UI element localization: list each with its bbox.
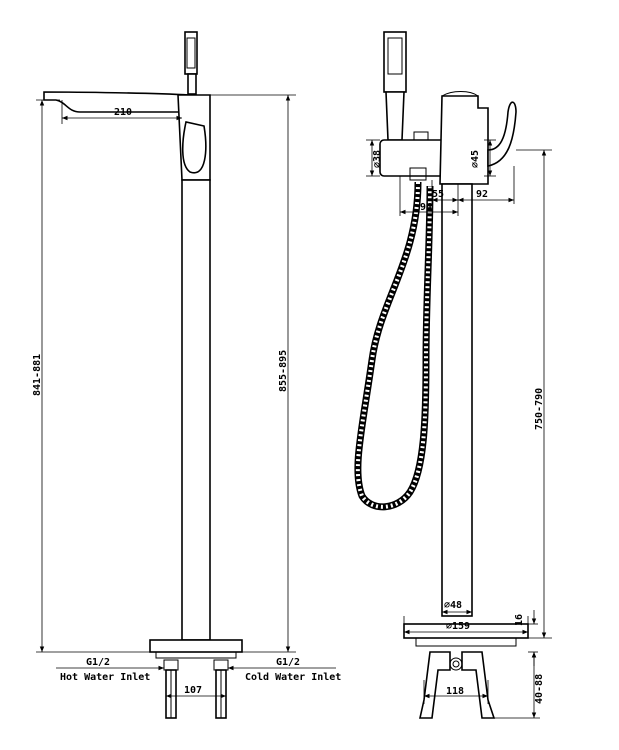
side-dim-base-height: 16 bbox=[514, 614, 525, 626]
front-cold-inlet-size: G1/2 bbox=[276, 657, 300, 668]
front-dim-column-height: 855-895 bbox=[278, 350, 289, 392]
front-dim-spout-reach: 210 bbox=[114, 107, 132, 118]
side-dim-diverter-diameter: ⌀38 bbox=[372, 150, 383, 168]
side-column bbox=[441, 183, 473, 617]
side-shower-hose bbox=[354, 181, 434, 511]
side-dim-handle-depth: 92 bbox=[476, 189, 488, 200]
front-dim-inlet-spacing: 107 bbox=[184, 685, 202, 696]
side-dim-base-diameter: ⌀159 bbox=[446, 621, 470, 632]
side-dim-handle-diameter: ⌀45 bbox=[470, 150, 481, 168]
side-dim-offset-55: 55 bbox=[432, 189, 444, 200]
side-dim-leg-spacing: 118 bbox=[446, 686, 464, 697]
front-dim-total-height: 841-881 bbox=[32, 354, 43, 396]
front-hot-inlet-size: G1/2 bbox=[86, 657, 110, 668]
front-cold-inlet-label: Cold Water Inlet bbox=[245, 672, 341, 683]
front-column bbox=[181, 179, 211, 641]
side-hand-shower-handle bbox=[385, 91, 405, 141]
front-view: 210 841-881 855-895 G1/2 Hot Water Inlet… bbox=[32, 31, 341, 719]
side-view: ⌀38 ⌀45 55 94 92 750-790 ⌀48 ⌀159 bbox=[354, 31, 552, 719]
side-dim-pipe-diameter: ⌀48 bbox=[444, 600, 462, 611]
side-mixer-head bbox=[439, 95, 489, 185]
front-hand-shower-handle bbox=[187, 73, 197, 95]
side-left-leg bbox=[419, 651, 451, 719]
side-dim-under-base-height: 40-88 bbox=[534, 674, 545, 704]
side-dim-column-to-body: 750-790 bbox=[534, 388, 545, 430]
side-dim-offset-94: 94 bbox=[420, 202, 432, 213]
front-hot-inlet-label: Hot Water Inlet bbox=[60, 672, 150, 683]
side-lever bbox=[487, 101, 517, 167]
front-base-plate bbox=[149, 639, 243, 653]
front-lever bbox=[181, 121, 207, 174]
side-right-leg bbox=[461, 651, 496, 719]
side-hand-shower-head bbox=[383, 31, 407, 93]
